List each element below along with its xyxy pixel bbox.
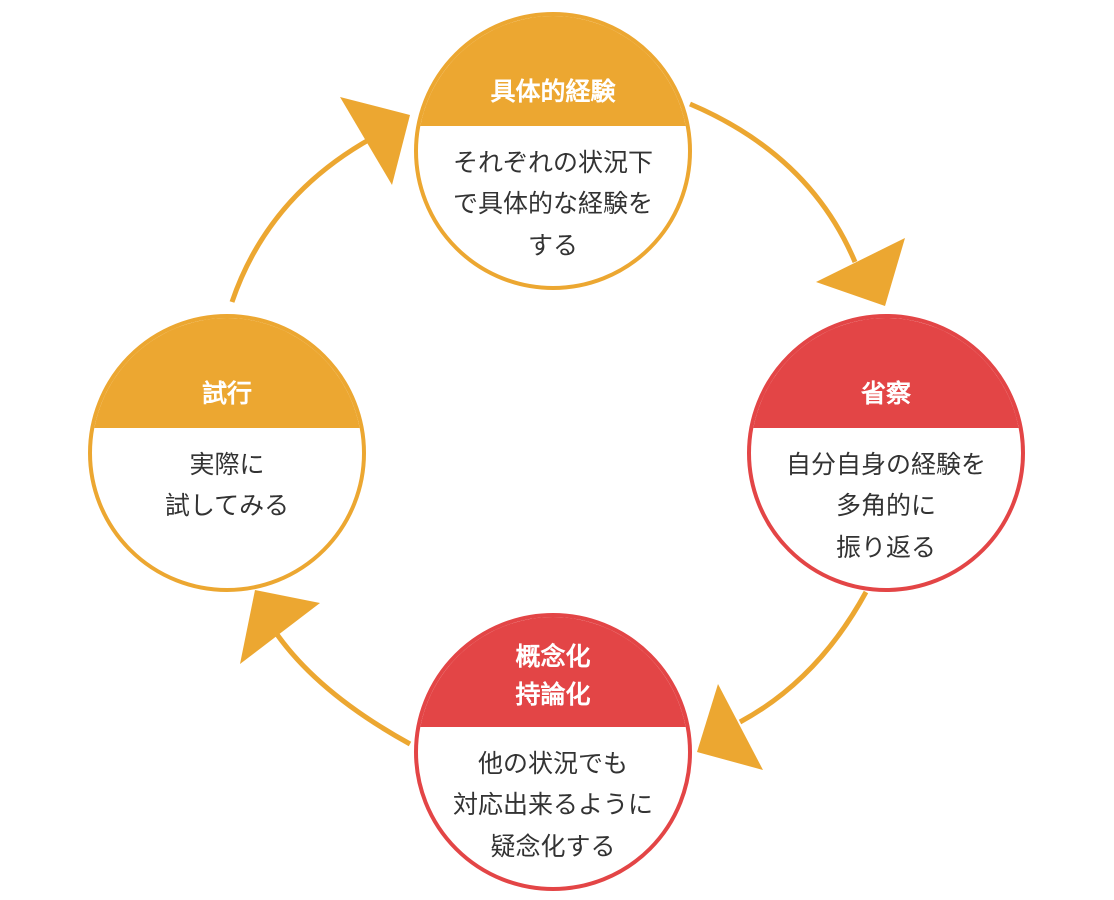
arrow-right-to-bottom bbox=[697, 590, 869, 770]
node-description: 他の状況でも 対応出来るように 疑念化する bbox=[418, 727, 688, 887]
description-line: する bbox=[527, 230, 578, 260]
description-line: 試してみる bbox=[164, 491, 290, 521]
title-line: 概念化 bbox=[515, 642, 591, 671]
node-title-text: 試行 bbox=[202, 375, 252, 413]
description-line: 多角的に bbox=[835, 491, 936, 521]
node-title-text: 具体的経験 bbox=[490, 73, 615, 111]
description-line: 自分自身の経験を bbox=[785, 450, 986, 479]
node-title: 具体的経験 bbox=[418, 16, 688, 126]
node-description: それぞれの状況下 で具体的な経験を する bbox=[418, 126, 688, 286]
title-line: 試行 bbox=[201, 378, 252, 408]
description-line: で具体的な経験を bbox=[452, 189, 653, 219]
node-title: 試行 bbox=[92, 318, 362, 428]
title-line: 具体的経験 bbox=[490, 76, 616, 106]
node-title: 概念化 持論化 bbox=[418, 617, 688, 727]
description-line: 実際に bbox=[189, 450, 265, 479]
node-description-text: 他の状況でも 対応出来るように 疑念化する bbox=[453, 743, 653, 867]
arrow-left-to-top bbox=[229, 97, 410, 303]
node-concrete-experience: 具体的経験 それぞれの状況下 で具体的な経験を する bbox=[414, 12, 692, 290]
node-title: 省察 bbox=[751, 318, 1021, 428]
node-reflection: 省察 自分自身の経験を 多角的に 振り返る bbox=[747, 314, 1025, 592]
arrow-top-to-right bbox=[689, 101, 905, 306]
node-conceptualization: 概念化 持論化 他の状況でも 対応出来るように 疑念化する bbox=[414, 613, 692, 891]
node-title-text: 省察 bbox=[861, 375, 911, 413]
description-line: 疑念化する bbox=[490, 831, 616, 861]
description-line: それぞれの状況下 bbox=[452, 148, 653, 177]
description-line: 振り返る bbox=[835, 532, 936, 562]
node-description-text: 自分自身の経験を 多角的に 振り返る bbox=[786, 444, 986, 568]
node-description: 実際に 試してみる bbox=[92, 428, 362, 588]
node-description-text: それぞれの状況下 で具体的な経験を する bbox=[453, 142, 653, 266]
node-description-text: 実際に 試してみる bbox=[165, 444, 289, 527]
title-line: 省察 bbox=[860, 378, 911, 408]
description-line: 他の状況でも bbox=[477, 749, 628, 778]
node-trial: 試行 実際に 試してみる bbox=[88, 314, 366, 592]
title-line: 持論化 bbox=[515, 679, 591, 709]
node-title-text: 概念化 持論化 bbox=[515, 638, 590, 713]
node-description: 自分自身の経験を 多角的に 振り返る bbox=[751, 428, 1021, 588]
arrow-bottom-to-left bbox=[240, 590, 412, 747]
description-line: 対応出来るように bbox=[452, 790, 653, 820]
